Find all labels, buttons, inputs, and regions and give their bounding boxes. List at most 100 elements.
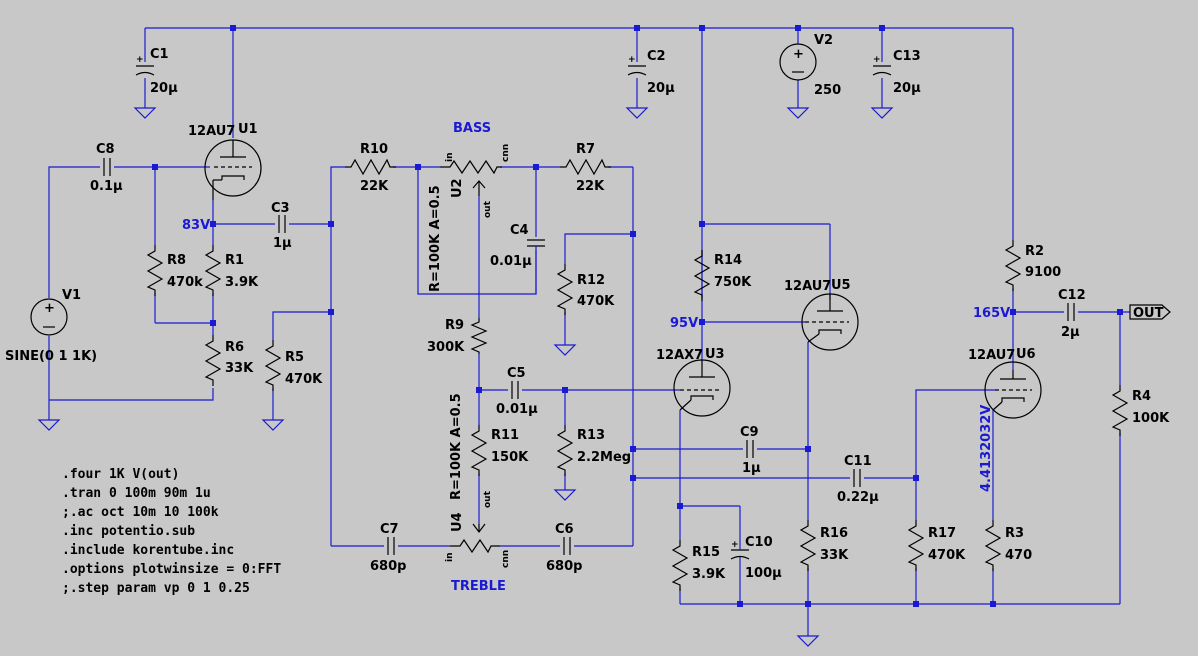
resistor-R11 bbox=[470, 425, 488, 476]
net-165v: 165V bbox=[973, 306, 1010, 321]
junction-dots bbox=[152, 25, 1123, 607]
label-C6: C6 bbox=[555, 522, 574, 537]
resistor-R8 bbox=[146, 245, 164, 296]
label-R15: R15 bbox=[692, 545, 720, 560]
resistor-R5 bbox=[264, 340, 282, 391]
value-R4: 100K bbox=[1132, 411, 1170, 426]
label-U1: U1 bbox=[238, 122, 258, 137]
label-C1: C1 bbox=[150, 47, 169, 62]
resistor-R2 bbox=[1004, 240, 1022, 291]
resistor-R4 bbox=[1111, 385, 1129, 436]
cap-C13: + bbox=[872, 55, 892, 76]
label-R12: R12 bbox=[577, 273, 605, 288]
value-C4: 0.01µ bbox=[490, 254, 532, 269]
value-R3: 470 bbox=[1005, 548, 1032, 563]
value-V2: 250 bbox=[814, 83, 841, 98]
param-U4: R=100K A=0.5 bbox=[449, 393, 464, 500]
label-U5: U5 bbox=[831, 278, 851, 293]
capacitors: + + + + bbox=[103, 55, 1075, 570]
directive-line[interactable]: ;.step param vp 0 1 0.25 bbox=[62, 581, 250, 596]
label-R9: R9 bbox=[445, 318, 464, 333]
label-R14: R14 bbox=[714, 253, 742, 268]
svg-text:+: + bbox=[793, 47, 804, 62]
wires bbox=[48, 27, 1130, 636]
resistors bbox=[146, 158, 1129, 591]
cap-C3 bbox=[278, 215, 286, 233]
directive-line[interactable]: .inc potentio.sub bbox=[62, 524, 195, 539]
value-R5: 470K bbox=[285, 372, 323, 387]
tube-U6 bbox=[984, 361, 1042, 419]
cap-C7 bbox=[387, 537, 395, 555]
svg-text:cnn: cnn bbox=[501, 144, 511, 162]
label-R8: R8 bbox=[167, 253, 186, 268]
value-R16: 33K bbox=[820, 548, 849, 563]
net-95v: 95V bbox=[670, 316, 698, 331]
value-R1: 3.9K bbox=[225, 275, 259, 290]
value-R10: 22K bbox=[360, 179, 389, 194]
value-R14: 750K bbox=[714, 275, 752, 290]
value-C12: 2µ bbox=[1061, 325, 1080, 340]
value-C2: 20µ bbox=[647, 81, 675, 96]
label-C7: C7 bbox=[380, 522, 399, 537]
net-4v4: 4.4132032V bbox=[979, 405, 994, 492]
label-R3: R3 bbox=[1005, 526, 1024, 541]
cap-C8 bbox=[103, 158, 111, 176]
label-C5: C5 bbox=[507, 366, 526, 381]
svg-text:+: + bbox=[873, 55, 881, 65]
label-U4: U4 bbox=[450, 512, 465, 532]
label-V2: V2 bbox=[814, 33, 833, 48]
directive-line[interactable]: .tran 0 100m 90m 1u bbox=[62, 486, 211, 501]
value-R15: 3.9K bbox=[692, 567, 726, 582]
directive-line[interactable]: ;.ac oct 10m 10 100k bbox=[62, 505, 219, 520]
svg-text:+: + bbox=[628, 55, 636, 65]
directive-line[interactable]: .options plotwinsize = 0:FFT bbox=[62, 562, 281, 577]
label-R1: R1 bbox=[225, 253, 244, 268]
label-C9: C9 bbox=[740, 425, 759, 440]
tube-U3 bbox=[673, 359, 731, 417]
svg-text:+: + bbox=[44, 301, 55, 316]
resistor-R15 bbox=[671, 540, 689, 591]
cap-C11 bbox=[853, 469, 861, 487]
pot-U2-bass bbox=[440, 159, 502, 175]
label-R13: R13 bbox=[577, 428, 605, 443]
cap-C6 bbox=[563, 537, 571, 555]
cap-C2: + bbox=[627, 55, 647, 76]
label-C3: C3 bbox=[271, 201, 290, 216]
value-C10: 100µ bbox=[745, 566, 782, 581]
vacuum-tubes bbox=[204, 139, 1042, 419]
label-C8: C8 bbox=[96, 142, 115, 157]
value-C13: 20µ bbox=[893, 81, 921, 96]
label-R6: R6 bbox=[225, 340, 244, 355]
label-U3: U3 bbox=[705, 347, 725, 362]
resistor-R7 bbox=[560, 158, 611, 176]
out-port[interactable]: OUT bbox=[1129, 304, 1171, 321]
svg-text:out: out bbox=[483, 200, 493, 218]
cap-C12 bbox=[1067, 303, 1075, 321]
resistor-R10 bbox=[345, 158, 396, 176]
component-labels: C1 20µ C2 20µ C13 20µ V2 250 C8 0.1µ 12A… bbox=[5, 33, 1170, 594]
type-U3: 12AX7 bbox=[656, 348, 703, 363]
label-C13: C13 bbox=[893, 49, 921, 64]
value-C6: 680p bbox=[546, 559, 582, 574]
directive-line[interactable]: .four 1K V(out) bbox=[62, 467, 179, 482]
value-R6: 33K bbox=[225, 361, 254, 376]
resistor-R6 bbox=[204, 335, 222, 386]
svg-text:cnn: cnn bbox=[501, 550, 511, 568]
value-R7: 22K bbox=[576, 179, 605, 194]
cap-C9 bbox=[746, 440, 754, 458]
resistor-R12 bbox=[556, 264, 574, 315]
value-C7: 680p bbox=[370, 559, 406, 574]
spice-directives[interactable]: .four 1K V(out) .tran 0 100m 90m 1u ;.ac… bbox=[62, 467, 281, 596]
directive-line[interactable]: .include korentube.inc bbox=[62, 543, 234, 558]
tube-U5 bbox=[801, 293, 859, 351]
resistor-R16 bbox=[799, 520, 817, 571]
value-C3: 1µ bbox=[273, 236, 292, 251]
cap-C5 bbox=[511, 381, 519, 399]
resistor-R13 bbox=[556, 425, 574, 476]
label-C11: C11 bbox=[844, 454, 872, 469]
label-R5: R5 bbox=[285, 350, 304, 365]
label-C12: C12 bbox=[1058, 288, 1086, 303]
cap-C4 bbox=[527, 239, 545, 294]
pin-labels: in cnn out in cnn out bbox=[445, 144, 511, 568]
value-R17: 470K bbox=[928, 548, 966, 563]
